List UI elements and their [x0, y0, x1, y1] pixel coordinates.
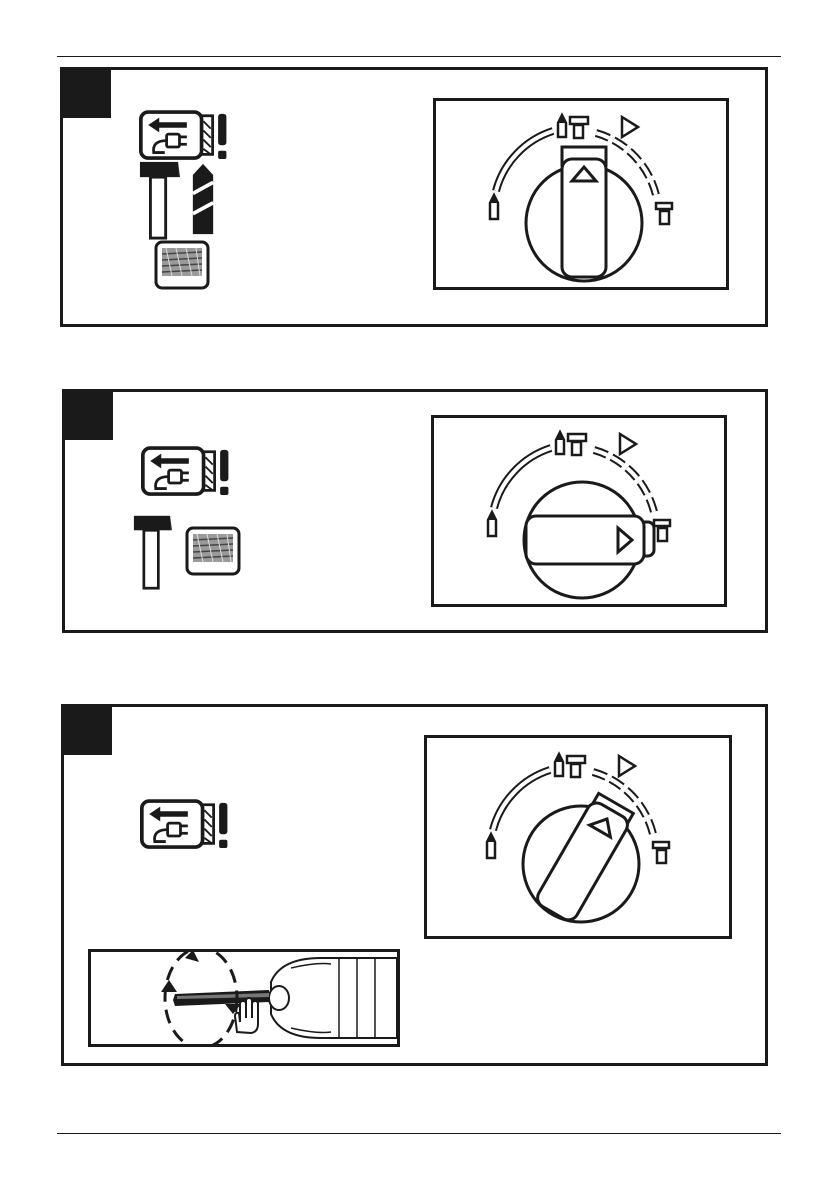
mode-selector-knob-1[interactable] — [524, 153, 644, 283]
top-rule — [57, 56, 781, 57]
step-panel-1 — [60, 67, 768, 327]
drill-bit-icon — [191, 160, 215, 238]
unplug-warning-icon — [141, 446, 233, 498]
dial-box-3 — [424, 735, 732, 939]
step-panel-2 — [62, 389, 768, 633]
bottom-rule — [57, 1133, 781, 1134]
hand-icon — [231, 998, 261, 1034]
hammer-icon — [137, 160, 181, 240]
step-panel-3 — [61, 704, 768, 1066]
masonry-material-icon — [154, 240, 210, 290]
chisel-rotate-illustration — [88, 949, 400, 1047]
step-tab-3 — [64, 707, 112, 755]
step-tab-2 — [65, 392, 113, 440]
unplug-warning-icon — [139, 110, 231, 162]
step-tab-1 — [63, 70, 111, 118]
hammer-icon — [131, 514, 173, 590]
unplug-warning-icon — [140, 799, 232, 851]
mode-selector-knob-2[interactable] — [520, 470, 670, 600]
dial-box-2 — [431, 415, 727, 607]
mode-selector-knob-3[interactable] — [519, 790, 643, 924]
masonry-material-icon — [185, 526, 241, 576]
dial-box-1 — [433, 98, 729, 290]
